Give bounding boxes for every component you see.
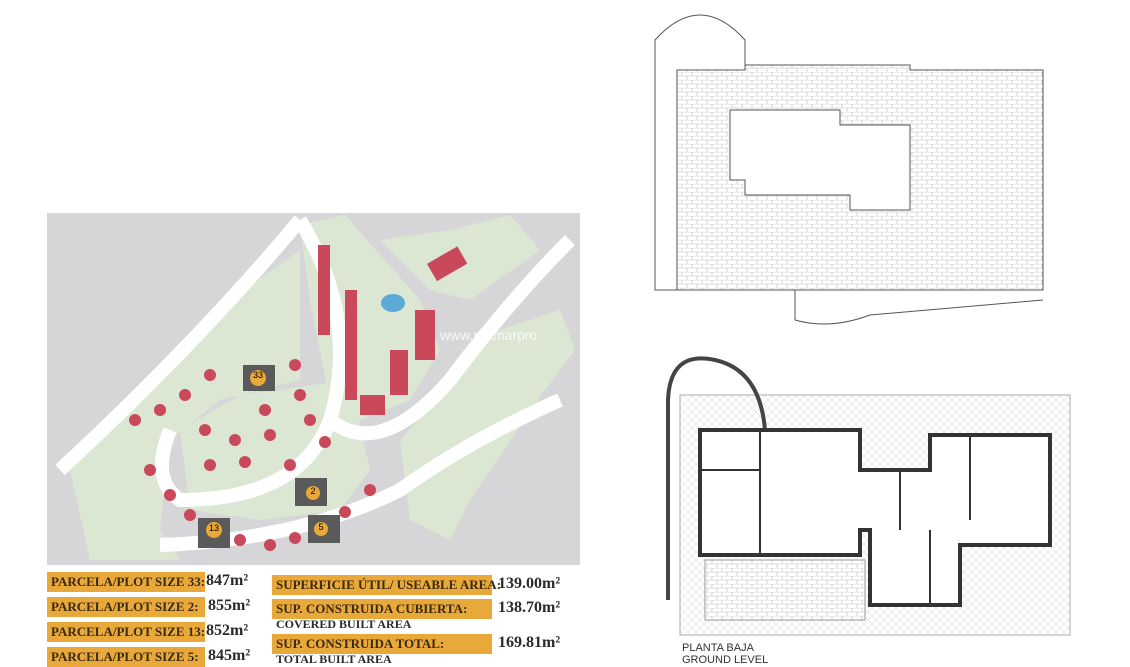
- floor-title-en: GROUND LEVEL: [682, 654, 769, 666]
- plot-size-value: 847m²: [206, 572, 249, 589]
- plot-size-label: PARCELA/PLOT SIZE 13:: [47, 622, 205, 642]
- area-value: 138.70m²: [498, 599, 561, 616]
- plot-badge-13[interactable]: 13: [208, 523, 219, 533]
- area-sublabel: COVERED BUILT AREA: [276, 617, 412, 631]
- area-label: SUP. CONSTRUIDA TOTAL:: [272, 634, 492, 654]
- area-sublabel: TOTAL BUILT AREA: [276, 652, 392, 666]
- area-label: SUP. CONSTRUIDA CUBIERTA:: [272, 599, 492, 619]
- area-value: 169.81m²: [498, 634, 561, 651]
- floor-title-es: PLANTA BAJA: [682, 642, 754, 654]
- plot-size-value: 855m²: [208, 597, 251, 614]
- plot-badge-33[interactable]: 33: [252, 370, 263, 380]
- plot-size-value: 852m²: [206, 622, 249, 639]
- plot-size-label: PARCELA/PLOT SIZE 33:: [47, 572, 205, 592]
- site-plan: www.ritamarpro: [47, 213, 580, 565]
- area-value: 139.00m²: [498, 575, 561, 592]
- watermark: www.ritamarpro: [439, 327, 537, 343]
- plot-badge-2[interactable]: 2: [310, 486, 316, 496]
- plot-size-value: 845m²: [208, 647, 251, 664]
- plot-size-label: PARCELA/PLOT SIZE 2:: [47, 597, 205, 617]
- plot-badge-5[interactable]: 5: [318, 522, 324, 532]
- plot-size-label: PARCELA/PLOT SIZE 5:: [47, 647, 205, 667]
- roof-plan: [654, 14, 1044, 325]
- ground-floor-plan: [666, 356, 1071, 636]
- area-label: SUPERFICIE ÚTIL/ USEABLE AREA:: [272, 575, 501, 595]
